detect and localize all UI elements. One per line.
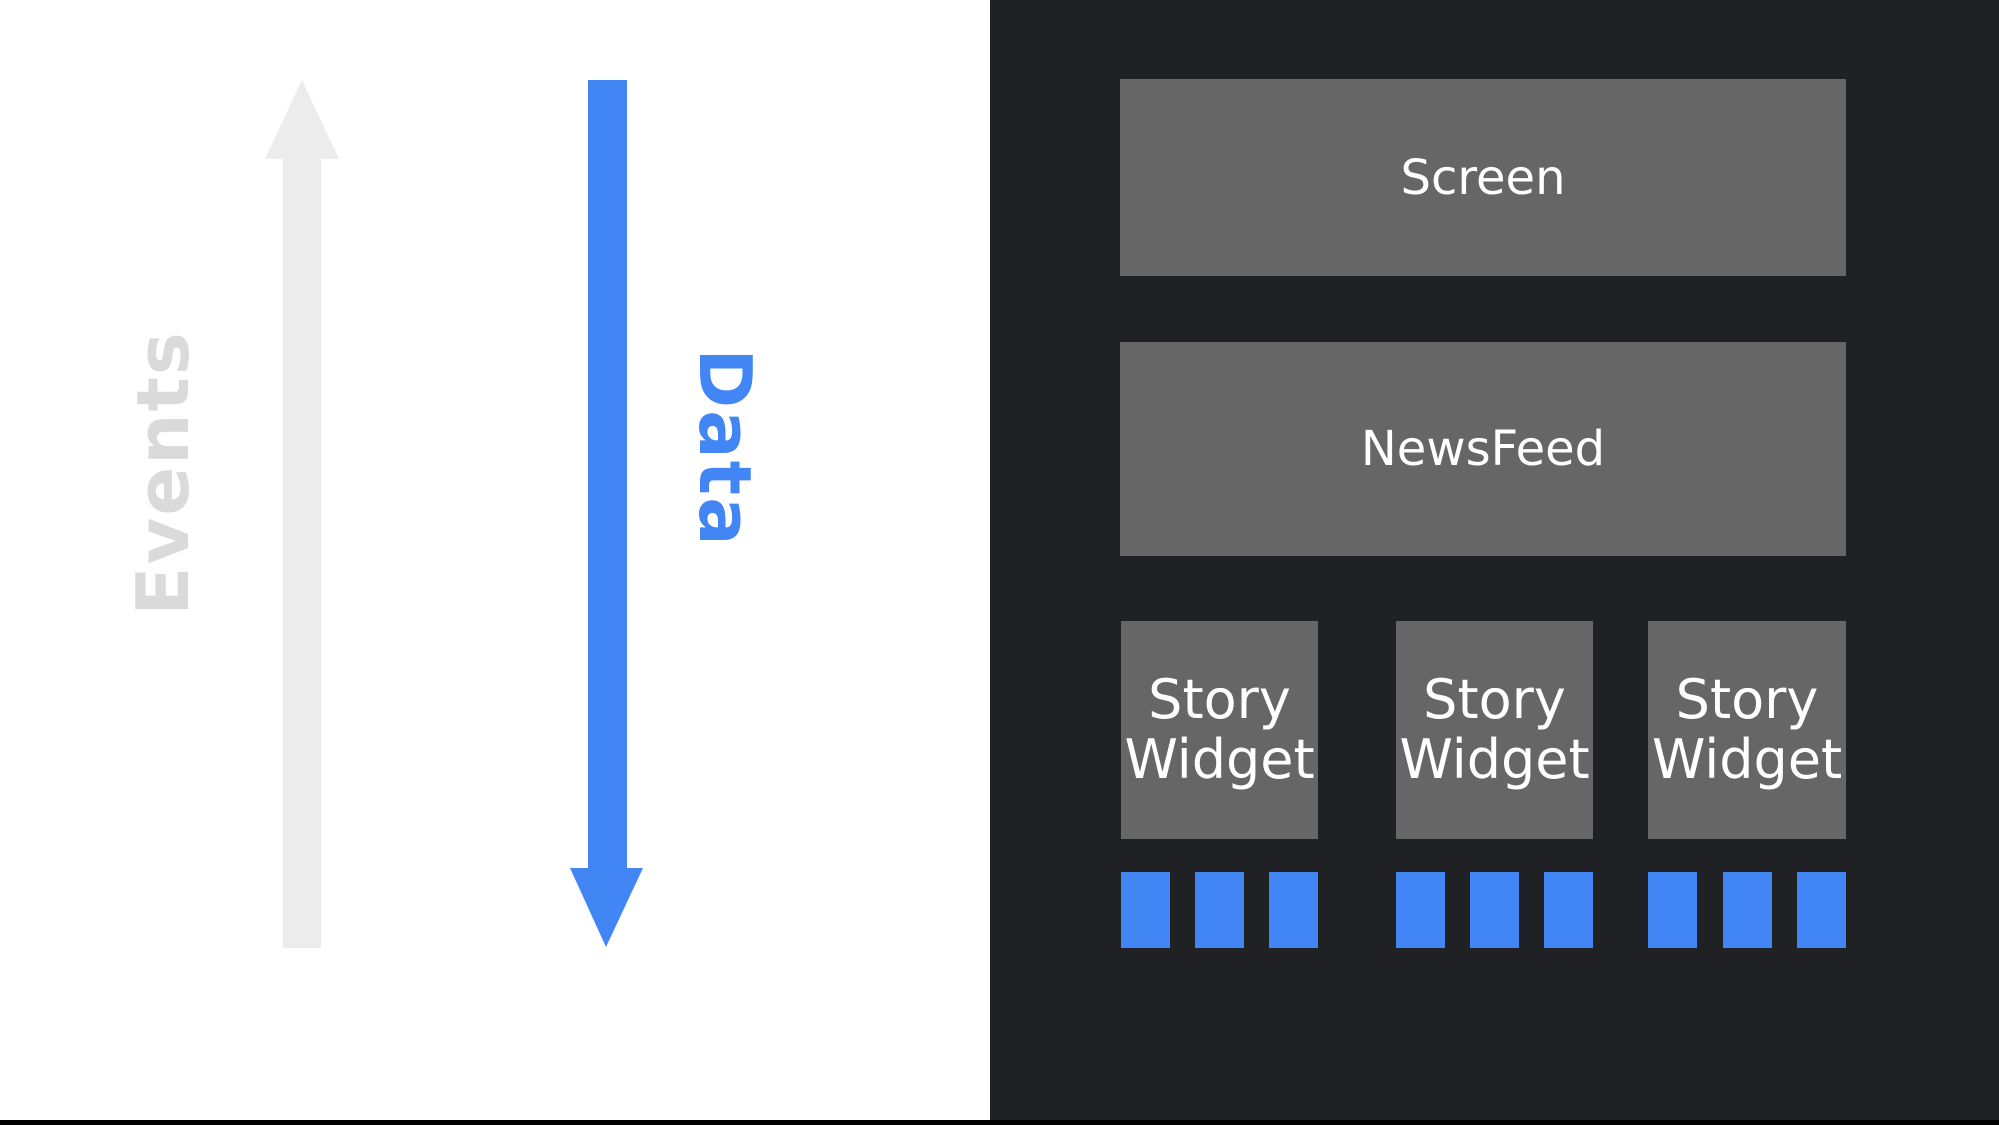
story-tile [1722, 872, 1772, 948]
story-tile [1396, 872, 1445, 948]
story-tile-group [1648, 872, 1846, 948]
data-label: Data [683, 348, 767, 548]
story-widget-label: Story Widget [1399, 667, 1590, 791]
story-tile [1797, 872, 1846, 948]
story-tile [1121, 872, 1170, 948]
story-widget-box: Story Widget [1648, 621, 1846, 839]
story-tile [1470, 872, 1519, 948]
story-widget-label: Story Widget [1652, 667, 1843, 791]
story-tile [1544, 872, 1593, 948]
screen-box-label: Screen [1400, 149, 1566, 206]
story-tile [1648, 872, 1697, 948]
story-tile-group [1396, 872, 1593, 948]
newsfeed-box: NewsFeed [1120, 342, 1846, 556]
events-arrow-up-icon [265, 80, 339, 948]
bottom-edge-bar [0, 1120, 1999, 1125]
newsfeed-box-label: NewsFeed [1360, 421, 1606, 477]
screen-box: Screen [1120, 79, 1846, 276]
data-arrow-down-icon [570, 80, 643, 947]
story-tile [1195, 872, 1244, 948]
story-widget-box: Story Widget [1396, 621, 1593, 839]
story-widget-label: Story Widget [1124, 667, 1315, 791]
story-tile [1269, 872, 1318, 948]
story-tile-group [1121, 872, 1318, 948]
events-label: Events [121, 330, 205, 616]
story-widget-box: Story Widget [1121, 621, 1318, 839]
